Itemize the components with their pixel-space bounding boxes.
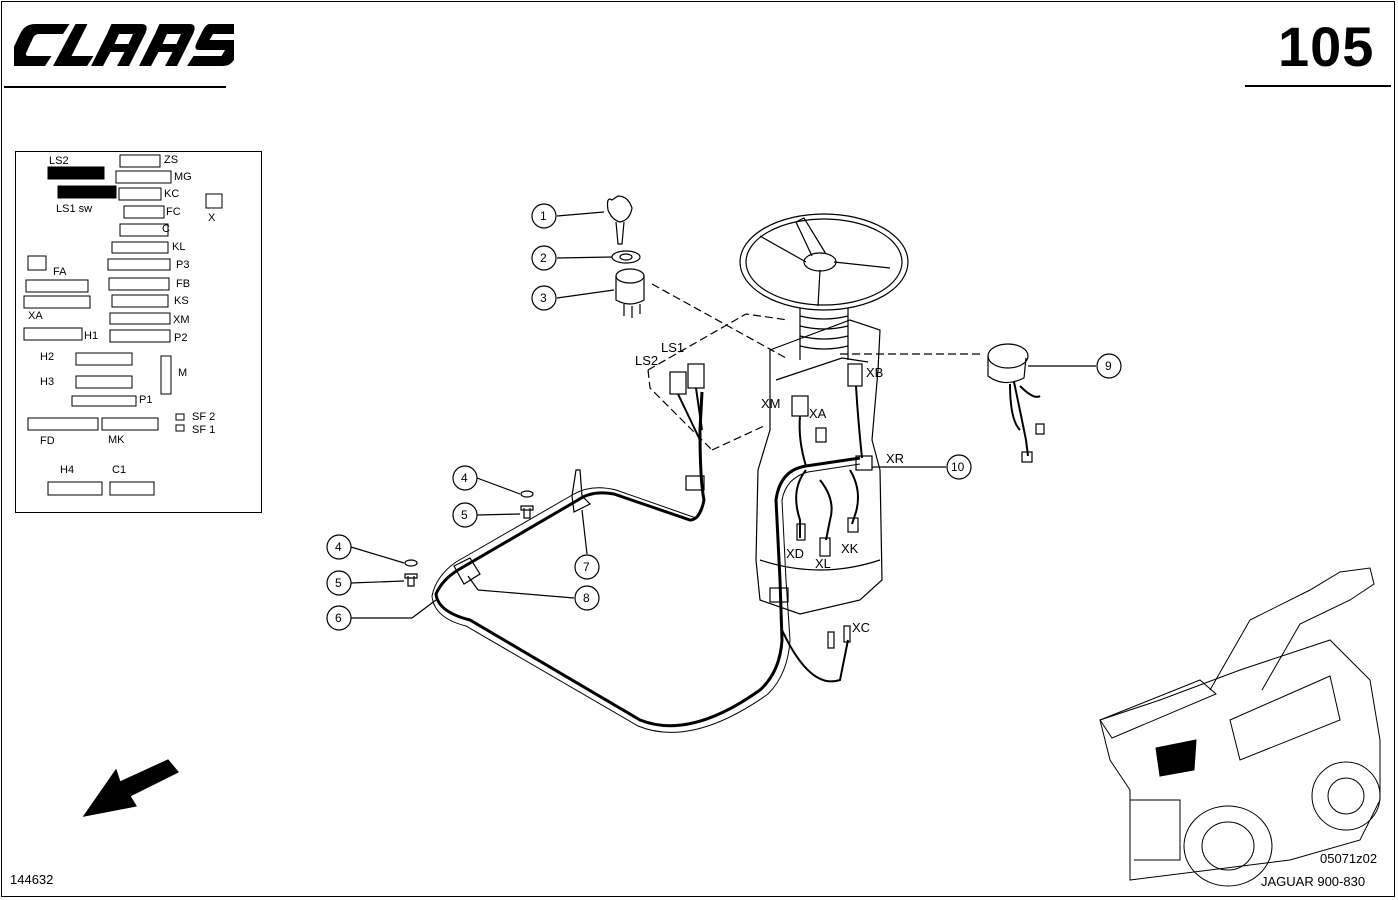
steering-console — [755, 319, 883, 615]
connector-label-xd: XD — [786, 546, 805, 561]
legend-label-h1: H1 — [84, 330, 99, 342]
legend-label-p1: P1 — [139, 394, 153, 406]
legend-label-sf1: SF 1 — [192, 424, 216, 436]
connector-label-xk: XK — [841, 541, 859, 556]
connector-label-xm: XM — [761, 396, 781, 411]
callout-5-upper: 5 — [461, 508, 468, 522]
callout-5-lower: 5 — [335, 576, 342, 590]
callout-2: 2 — [540, 251, 547, 265]
connector-label-xl: XL — [815, 556, 831, 571]
legend-label-mg: MG — [174, 171, 192, 183]
legend-label-xm: XM — [173, 314, 190, 326]
legend-label-p2: P2 — [174, 332, 188, 344]
legend-label-h4: H4 — [60, 464, 75, 476]
legend-drawing — [23, 154, 223, 496]
legend-label-h3: H3 — [40, 376, 55, 388]
drawing-code: 05071z02 — [1320, 851, 1378, 866]
legend-label-m: M — [178, 367, 188, 379]
harvester-illustration — [1099, 567, 1381, 887]
connector-legend: LS2 LS1 sw ZS MG KC FC X C KL P3 FA FB X… — [15, 151, 262, 513]
callout-9: 9 — [1105, 359, 1112, 373]
connector-label-xr: XR — [886, 451, 905, 466]
legend-label-kc: KC — [164, 188, 180, 200]
legend-label-ls2: LS2 — [49, 155, 69, 167]
legend-label-fc: FC — [166, 206, 181, 218]
connector-label-ls1: LS1 — [661, 340, 685, 355]
callout-4-lower: 4 — [335, 540, 342, 554]
callout-3: 3 — [540, 291, 547, 305]
legend-label-mk: MK — [108, 434, 125, 446]
header-rule-right — [1245, 85, 1391, 87]
legend-label-c: C — [162, 223, 170, 235]
legend-label-sf2: SF 2 — [192, 411, 216, 423]
callout-7: 7 — [583, 560, 590, 574]
legend-label-h2: H2 — [40, 351, 55, 363]
connector-label-xc: XC — [852, 620, 871, 635]
callout-4-upper: 4 — [461, 471, 468, 485]
legend-label-ls1sw: LS1 sw — [56, 203, 93, 215]
legend-label-fa: FA — [53, 266, 67, 278]
model-name: JAGUAR 900-830 — [1261, 874, 1366, 889]
legend-label-xa: XA — [28, 310, 43, 322]
legend-label-zs: ZS — [164, 154, 179, 166]
callout-10: 10 — [951, 460, 965, 474]
connector-label-xb: XB — [866, 365, 884, 380]
direction-arrow — [82, 759, 179, 817]
legend-label-x: X — [208, 212, 216, 224]
document-number: 144632 — [10, 872, 54, 887]
callout-8: 8 — [583, 591, 590, 605]
legend-label-kl: KL — [172, 241, 186, 253]
legend-label-fb: FB — [176, 278, 191, 290]
connector-label-ls2: LS2 — [635, 353, 659, 368]
callout-6: 6 — [335, 611, 342, 625]
connector-label-xa: XA — [809, 406, 827, 421]
legend-label-c1: C1 — [112, 464, 127, 476]
legend-label-ks: KS — [174, 295, 189, 307]
steering-wheel — [739, 213, 909, 311]
claas-logo — [8, 22, 246, 73]
callout-1: 1 — [540, 209, 547, 223]
legend-label-p3: P3 — [176, 259, 190, 271]
header-rule-left — [4, 86, 226, 88]
legend-label-fd: FD — [40, 435, 55, 447]
page-number: 105 — [1278, 15, 1375, 78]
